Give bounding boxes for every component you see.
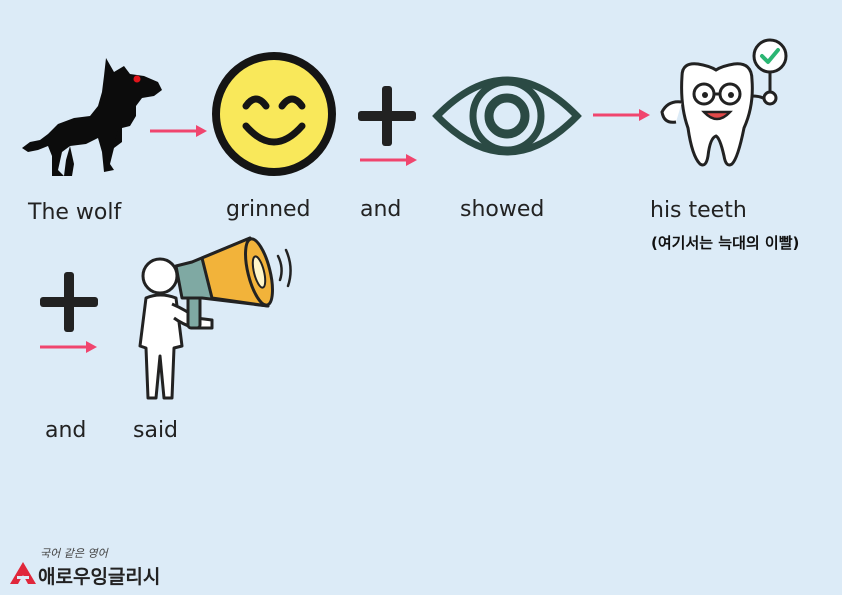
tooth-character-icon bbox=[660, 38, 788, 167]
word-his-teeth-note: (여기서는 늑대의 이빨) bbox=[651, 234, 800, 252]
word-said: said bbox=[133, 418, 179, 443]
plus-icon bbox=[358, 86, 416, 146]
word-his-teeth: his teeth bbox=[650, 198, 747, 223]
word-the-wolf: The wolf bbox=[28, 200, 122, 225]
plus-icon bbox=[40, 272, 98, 332]
right-arrow-icon bbox=[360, 154, 417, 166]
word-showed: showed bbox=[460, 197, 545, 222]
logo-arrow-icon bbox=[10, 562, 36, 584]
wolf-icon bbox=[22, 58, 162, 176]
right-arrow-icon bbox=[593, 109, 650, 121]
person-megaphone-icon bbox=[138, 236, 292, 400]
word-and: and bbox=[360, 197, 402, 222]
right-arrow-icon bbox=[150, 125, 207, 137]
word-and: and bbox=[45, 418, 87, 443]
smiley-face-icon bbox=[212, 52, 336, 176]
logo-name: 애로우잉글리시 bbox=[38, 566, 161, 588]
word-grinned: grinned bbox=[226, 197, 311, 222]
right-arrow-icon bbox=[40, 341, 97, 353]
eye-icon bbox=[432, 76, 582, 156]
logo-tagline: 국어 같은 영어 bbox=[40, 547, 108, 560]
